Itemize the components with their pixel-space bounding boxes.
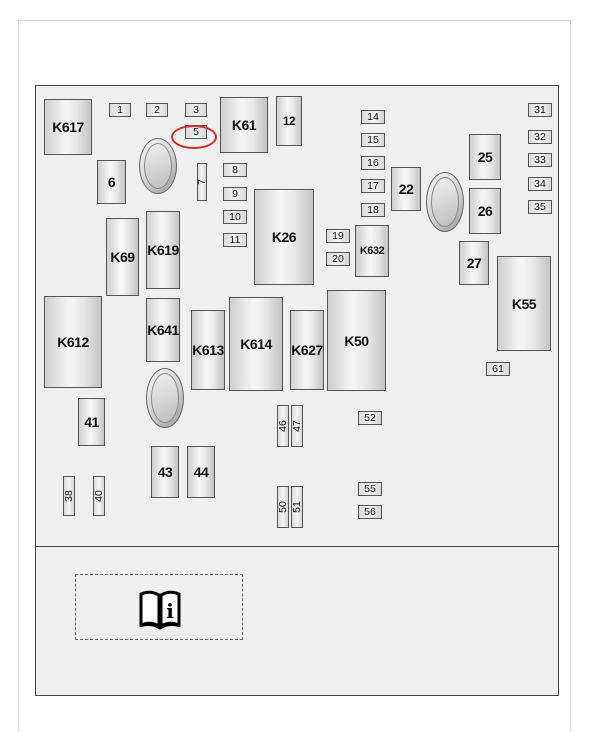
fuse-52: 52: [358, 411, 382, 425]
fuse-14: 14: [361, 110, 385, 124]
fuse-47: 47: [291, 405, 303, 447]
fuse-40: 40: [93, 476, 105, 516]
fuse-7: 7: [196, 163, 208, 201]
fuse-26: 26: [469, 188, 501, 234]
fuse-1: 1: [109, 103, 131, 117]
fuse-27: 27: [459, 241, 489, 285]
relay-k55: K55: [497, 256, 551, 351]
fuse-46: 46: [277, 405, 289, 447]
fuse-50: 50: [277, 486, 289, 528]
fuse-22: 22: [391, 167, 421, 211]
fuse-44: 44: [187, 446, 215, 498]
relay-k632: K632: [355, 225, 389, 277]
fuse-box-lower-section: [35, 546, 559, 696]
page-frame: [18, 20, 571, 732]
fuse-19: 19: [326, 229, 350, 243]
relay-k613: K613: [191, 310, 225, 390]
relay-k26: K26: [254, 189, 314, 285]
fuse-3: 3: [185, 103, 207, 117]
fuse-56: 56: [358, 505, 382, 519]
fuse-16: 16: [361, 156, 385, 170]
fuse-6: 6: [97, 160, 126, 204]
fuse-61: 61: [486, 362, 510, 376]
relay-k627: K627: [290, 310, 324, 390]
relay-k50: K50: [327, 290, 386, 391]
fuse-12: 12: [276, 96, 302, 146]
fuse-35: 35: [528, 200, 552, 214]
fuse-25: 25: [469, 134, 501, 180]
fuse-11: 11: [223, 233, 247, 247]
fuse-2: 2: [146, 103, 168, 117]
fuse-41: 41: [78, 398, 105, 446]
fuse-9: 9: [223, 187, 247, 201]
relay-k61: K61: [220, 97, 268, 153]
fuse-33: 33: [528, 153, 552, 167]
fuse-43: 43: [151, 446, 179, 498]
relay-k69: K69: [106, 218, 139, 296]
fuse-31: 31: [528, 103, 552, 117]
fuse-8: 8: [223, 163, 247, 177]
relay-k641: K641: [146, 298, 180, 362]
relay-k619: K619: [146, 211, 180, 289]
mounting-bolt-upper-left: [139, 138, 177, 194]
fuse-38: 38: [63, 476, 75, 516]
fuse-20: 20: [326, 252, 350, 266]
fuse-18: 18: [361, 203, 385, 217]
highlight-circle-fuse-5: [171, 125, 217, 149]
relay-k612: K612: [44, 296, 102, 388]
fuse-34: 34: [528, 177, 552, 191]
info-glyph: i: [166, 599, 174, 623]
fuse-51: 51: [291, 486, 303, 528]
manual-reference-box: [75, 574, 243, 640]
mounting-bolt-right: [426, 172, 464, 232]
fuse-15: 15: [361, 133, 385, 147]
fuse-10: 10: [223, 210, 247, 224]
fuse-32: 32: [528, 130, 552, 144]
relay-k617: K617: [44, 99, 92, 155]
fuse-55: 55: [358, 482, 382, 496]
fuse-17: 17: [361, 179, 385, 193]
relay-k614: K614: [229, 297, 283, 391]
manual-book-icon: i: [138, 588, 182, 635]
mounting-bolt-lower-left: [146, 368, 184, 428]
